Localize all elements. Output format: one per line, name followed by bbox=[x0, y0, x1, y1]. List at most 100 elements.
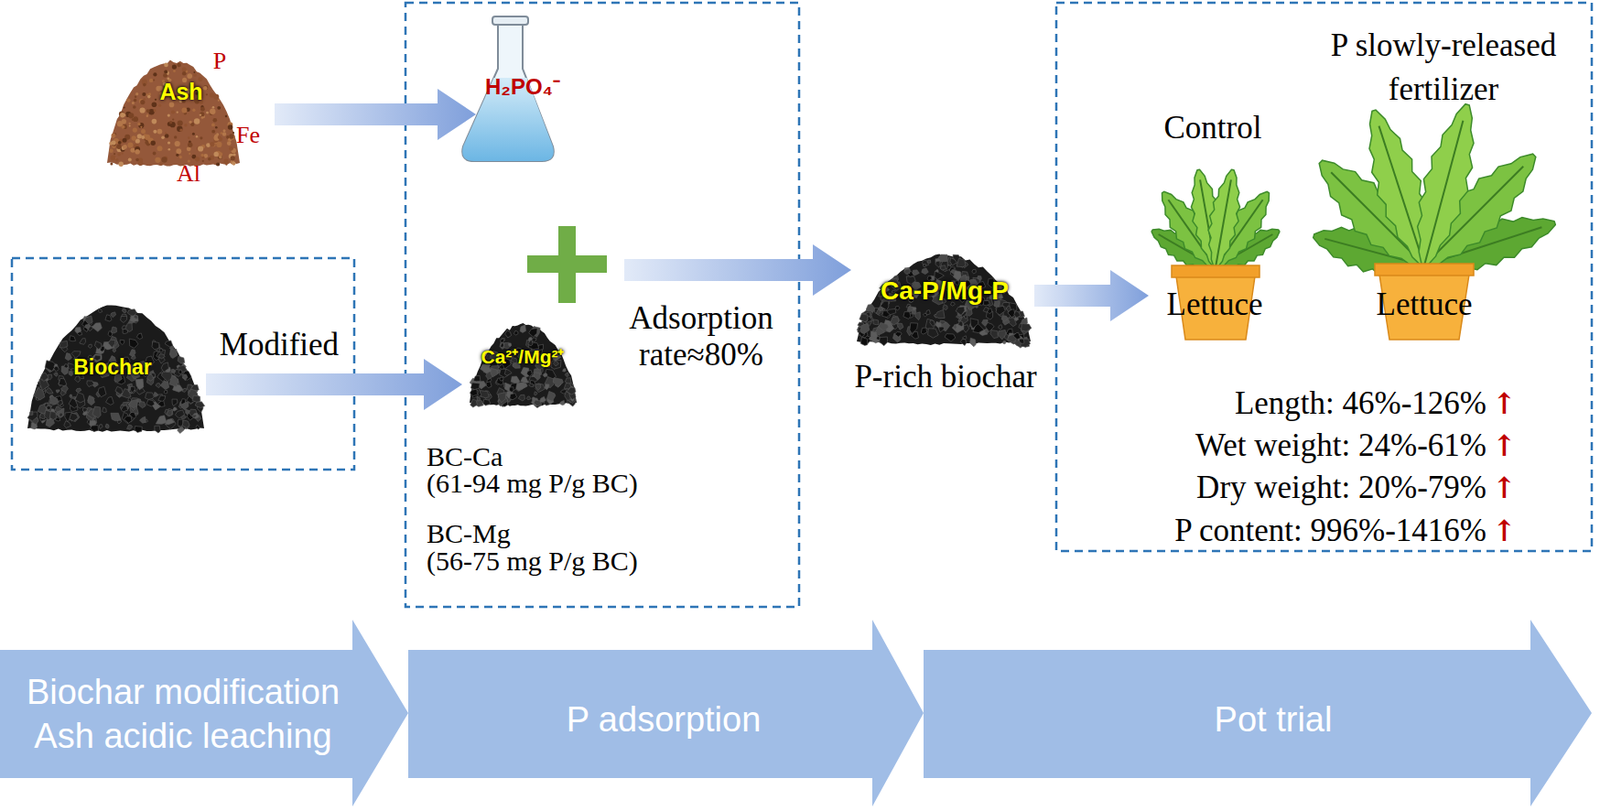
dashed-frame bbox=[405, 2, 800, 607]
ash-speck bbox=[192, 132, 195, 136]
ash-speck bbox=[144, 134, 151, 141]
ash-speck bbox=[129, 147, 135, 152]
plant-heading: Control bbox=[1130, 109, 1296, 147]
dashed-frame bbox=[1056, 2, 1592, 552]
biochar-granule bbox=[155, 415, 167, 424]
ash-speck bbox=[148, 108, 154, 115]
biochar-granule bbox=[535, 383, 545, 393]
biochar-granule bbox=[105, 423, 109, 429]
ash-speck bbox=[110, 155, 117, 162]
ash-speck bbox=[162, 73, 168, 78]
biochar-granule bbox=[533, 400, 541, 407]
ash-speck bbox=[111, 133, 117, 139]
ash-speck bbox=[202, 160, 205, 163]
biochar-granule bbox=[87, 396, 96, 406]
biochar-granule bbox=[133, 314, 138, 319]
biochar-granule bbox=[174, 410, 184, 419]
biochar-granule bbox=[58, 378, 67, 386]
biochar-granule bbox=[64, 353, 72, 361]
ash-speck bbox=[173, 135, 177, 139]
biochar-granule bbox=[177, 356, 185, 364]
element-label: P bbox=[201, 47, 238, 76]
biochar-granule bbox=[49, 410, 57, 420]
ash-speck bbox=[181, 107, 187, 113]
biochar-granule bbox=[94, 341, 102, 350]
node-label: Ca-P/Mg-P bbox=[853, 276, 1037, 306]
biochar-granule bbox=[490, 367, 498, 378]
chemical-formula: H₂PO₄⁻ bbox=[472, 74, 573, 100]
ash-speck bbox=[213, 118, 218, 123]
ash-speck bbox=[164, 133, 170, 139]
ash-speck bbox=[212, 106, 216, 109]
biochar-granule bbox=[562, 368, 567, 373]
ash-speck bbox=[186, 73, 193, 79]
biochar-granule bbox=[97, 386, 107, 398]
ash-speck bbox=[149, 78, 153, 83]
ash-speck bbox=[123, 107, 126, 109]
ash-speck bbox=[113, 152, 116, 155]
biochar-granule bbox=[79, 338, 87, 346]
ash-speck bbox=[135, 92, 139, 96]
ash-speck bbox=[203, 86, 208, 91]
biochar-granule bbox=[875, 335, 880, 340]
chevron-shape bbox=[0, 619, 409, 807]
ash-speck bbox=[177, 119, 184, 126]
result-text: P content: 996%-1416% bbox=[1102, 512, 1487, 550]
biochar-granule bbox=[483, 399, 491, 406]
biochar-granule bbox=[519, 324, 526, 334]
ash-speck bbox=[152, 151, 157, 156]
biochar-granule bbox=[903, 312, 911, 320]
biochar-granule bbox=[90, 425, 99, 433]
biochar-granule bbox=[75, 327, 82, 335]
ash-speck bbox=[131, 135, 137, 141]
ash-speck bbox=[122, 138, 128, 143]
ash-speck bbox=[152, 78, 155, 81]
biochar-granule bbox=[134, 426, 142, 433]
biochar-granule bbox=[935, 260, 941, 268]
ash-speck bbox=[140, 99, 145, 105]
ash-speck bbox=[140, 107, 146, 113]
biochar-granule bbox=[1003, 341, 1006, 345]
ash-speck bbox=[172, 64, 177, 70]
biochar-granule bbox=[112, 348, 117, 354]
ash-speck bbox=[146, 108, 151, 113]
ash-speck bbox=[216, 106, 221, 110]
ash-speck bbox=[148, 92, 152, 96]
biochar-granule bbox=[129, 411, 137, 419]
ash-speck bbox=[154, 98, 157, 101]
biochar-granule bbox=[99, 424, 104, 430]
ash-speck bbox=[227, 140, 230, 142]
ash-speck bbox=[169, 120, 173, 124]
biochar-granule bbox=[942, 304, 948, 311]
ash-speck bbox=[225, 115, 228, 118]
increase-arrow: ↑ bbox=[1491, 387, 1529, 422]
biochar-granule bbox=[40, 372, 49, 382]
biochar-granule bbox=[958, 321, 963, 327]
ash-speck bbox=[227, 124, 234, 130]
ash-speck bbox=[133, 98, 137, 102]
result-text: Dry weight: 20%-79% bbox=[1102, 469, 1487, 507]
chevron-fill bbox=[923, 619, 1592, 807]
arrow-label: Adsorption rate≈80% bbox=[609, 300, 793, 375]
biochar-granule bbox=[860, 336, 868, 346]
ash-speck bbox=[134, 149, 141, 155]
ash-speck bbox=[207, 157, 212, 162]
biochar-granule bbox=[169, 345, 174, 350]
ash-speck bbox=[199, 111, 205, 117]
biochar-granule bbox=[997, 330, 1006, 340]
ash-speck bbox=[176, 126, 183, 132]
biochar-granule bbox=[129, 399, 138, 409]
ash-speck bbox=[154, 157, 161, 163]
stage-arrow: Biochar modification Ash acidic leaching bbox=[0, 619, 409, 807]
biochar-granule bbox=[1005, 305, 1011, 312]
biochar-granule bbox=[927, 259, 931, 264]
biochar-granule bbox=[154, 425, 161, 433]
ash-speck bbox=[209, 141, 215, 147]
biochar-granule bbox=[470, 382, 480, 390]
ash-speck bbox=[195, 135, 198, 138]
ash-speck bbox=[216, 162, 220, 166]
ash-speck bbox=[225, 163, 228, 166]
biochar-granule bbox=[859, 313, 868, 323]
chevron-fill bbox=[0, 619, 409, 807]
biochar-granule bbox=[547, 390, 556, 401]
